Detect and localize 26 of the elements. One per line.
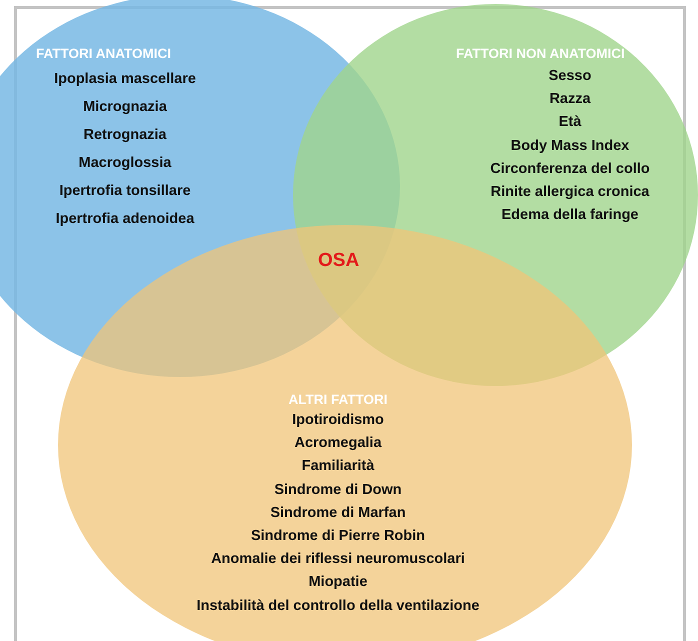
factor-item: Familiarità bbox=[302, 457, 374, 476]
factor-item: Micrognazia bbox=[83, 98, 167, 116]
factor-item: Ipoplasia mascellare bbox=[54, 70, 196, 88]
factor-item: Età bbox=[558, 113, 582, 132]
center-label: OSA bbox=[318, 252, 360, 270]
factor-item: Ipertrofia tonsillare bbox=[59, 182, 191, 200]
factor-item: Acromegalia bbox=[294, 434, 382, 452]
factor-item: Ipotiroidismo bbox=[292, 411, 384, 429]
factor-item: Sindrome di Marfan bbox=[270, 504, 406, 522]
factor-item: Ipertrofia adenoidea bbox=[56, 210, 194, 228]
factor-item: Rinite allergica cronica bbox=[490, 183, 650, 201]
factor-item: Sesso bbox=[548, 67, 592, 85]
factor-item: Sindrome di Down bbox=[274, 480, 402, 499]
factor-item: Anomalie dei riflessi neuromuscolari bbox=[211, 550, 465, 568]
factor-item: Macroglossia bbox=[78, 154, 172, 172]
factor-item: Circonferenza del collo bbox=[490, 160, 650, 178]
circle-heading: FATTORI NON ANATOMICI bbox=[456, 45, 625, 63]
circle-heading: FATTORI ANATOMICI bbox=[36, 45, 171, 63]
factor-item: Retrognazia bbox=[84, 126, 166, 144]
factor-item: Miopatie bbox=[308, 573, 368, 592]
circle-heading: ALTRI FATTORI bbox=[288, 391, 388, 409]
factor-item: Body Mass Index bbox=[510, 136, 630, 155]
factor-item: Edema della faringe bbox=[502, 206, 638, 224]
factor-item: Razza bbox=[549, 90, 591, 108]
factor-item: Sindrome di Pierre Robin bbox=[250, 527, 426, 545]
factor-item: Instabilità del controllo della ventilazione bbox=[196, 596, 480, 615]
